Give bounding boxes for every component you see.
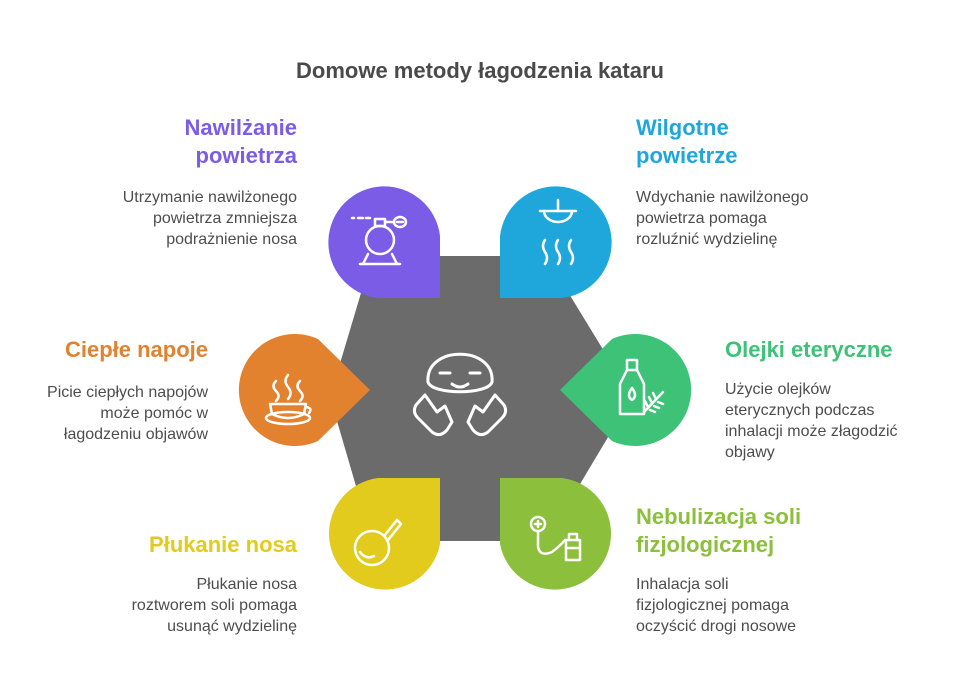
hot-cup-icon [264,373,312,426]
heading-nebulizacja: Nebulizacja soli fizjologicznej [636,504,802,557]
heading-wilgotne: Wilgotne powietrze [636,115,738,168]
nasal-bulb-icon [353,518,403,567]
desc-cieple: Picie ciepłych napojów może pomóc w łago… [47,384,208,443]
heading-cieple: Ciepłe napoje [64,337,208,362]
steam-bowl-icon [538,198,578,266]
heading-nawilzanie: Nawilżanie powietrza [184,115,297,168]
teardrop-olejki [560,334,692,446]
desc-nawilzanie: Utrzymanie nawilżonego powietrza zmniejs… [122,189,297,248]
desc-nebulizacja: Inhalacja soli fizjologicznej pomaga ocz… [636,576,797,635]
teardrop-cieple [238,333,370,446]
desc-olejki: Użycie olejków eterycznych podczas inhal… [725,381,898,461]
desc-wilgotne: Wdychanie nawilżonego powietrza pomaga r… [636,189,809,248]
center-hexagon-full [330,256,632,541]
perfume-atomizer-icon [350,215,408,266]
heading-olejki: Olejki eteryczne [725,337,893,362]
desc-plukanie: Płukanie nosa roztworem soli pomaga usun… [131,576,297,635]
diagram-title: Domowe metody łagodzenia kataru [296,58,664,83]
heading-plukanie: Płukanie nosa [149,532,297,557]
nebulizer-icon [529,515,582,562]
oil-bottle-herb-icon [618,358,665,416]
teardrop-nebulizacja [500,478,612,590]
happy-face-hands-icon [412,352,508,437]
teardrop-nawilzanie [328,186,440,298]
